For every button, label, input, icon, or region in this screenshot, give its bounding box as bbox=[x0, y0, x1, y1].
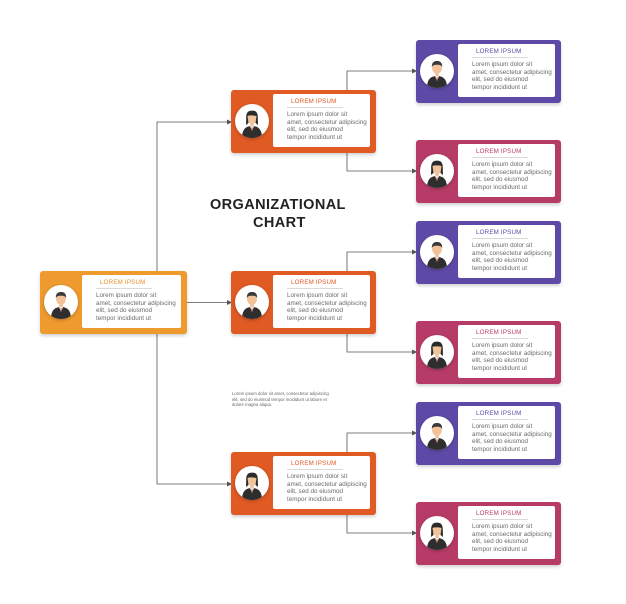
card-content-panel bbox=[458, 325, 555, 378]
link-root-to-manager-3 bbox=[156, 334, 232, 487]
title-divider bbox=[287, 469, 343, 470]
businessman-avatar-icon bbox=[420, 415, 454, 450]
link-manager-3-to-staff-5 bbox=[346, 430, 417, 452]
title-divider bbox=[472, 238, 528, 239]
staff-card: LOREM IPSUM Lorem ipsum dolor sit amet, c… bbox=[416, 140, 561, 203]
businessman-avatar-icon bbox=[44, 284, 78, 319]
link-manager-2-to-staff-3 bbox=[346, 249, 417, 271]
card-content-panel bbox=[458, 44, 555, 97]
card-title: LOREM IPSUM bbox=[476, 48, 522, 55]
staff-card: LOREM IPSUM Lorem ipsum dolor sit amet, c… bbox=[416, 40, 561, 103]
link-manager-2-to-staff-4 bbox=[346, 334, 417, 355]
card-title: LOREM IPSUM bbox=[476, 329, 522, 336]
title-divider bbox=[472, 419, 528, 420]
card-content-panel bbox=[458, 225, 555, 278]
staff-card: LOREM IPSUM Lorem ipsum dolor sit amet, c… bbox=[416, 402, 561, 465]
card-content-panel bbox=[273, 456, 370, 509]
card-title: LOREM IPSUM bbox=[476, 410, 522, 417]
link-manager-1-to-staff-1 bbox=[346, 68, 417, 90]
card-title: LOREM IPSUM bbox=[291, 279, 337, 286]
manager-card: LOREM IPSUM Lorem ipsum dolor sit amet, c… bbox=[231, 271, 376, 334]
card-title: LOREM IPSUM bbox=[100, 279, 146, 286]
manager-card: LOREM IPSUM Lorem ipsum dolor sit amet, c… bbox=[231, 452, 376, 515]
root-card: LOREM IPSUM Lorem ipsum dolor sit amet, c… bbox=[40, 271, 187, 334]
title-divider bbox=[472, 57, 528, 58]
businesswoman-avatar-icon bbox=[420, 153, 454, 188]
title-divider bbox=[287, 288, 343, 289]
card-title: LOREM IPSUM bbox=[476, 148, 522, 155]
card-title: LOREM IPSUM bbox=[291, 460, 337, 467]
manager-card: LOREM IPSUM Lorem ipsum dolor sit amet, c… bbox=[231, 90, 376, 153]
card-description: Lorem ipsum dolor sit amet, consectetur … bbox=[472, 342, 552, 372]
card-description: Lorem ipsum dolor sit amet, consectetur … bbox=[472, 523, 552, 553]
businessman-avatar-icon bbox=[420, 53, 454, 88]
title-divider bbox=[96, 288, 152, 289]
card-content-panel bbox=[458, 506, 555, 559]
businesswoman-avatar-icon bbox=[235, 103, 269, 138]
link-manager-3-to-staff-6 bbox=[346, 515, 417, 536]
staff-card: LOREM IPSUM Lorem ipsum dolor sit amet, c… bbox=[416, 321, 561, 384]
businesswoman-avatar-icon bbox=[235, 465, 269, 500]
title-divider bbox=[472, 157, 528, 158]
card-content-panel bbox=[458, 406, 555, 459]
staff-card: LOREM IPSUM Lorem ipsum dolor sit amet, c… bbox=[416, 502, 561, 565]
card-description: Lorem ipsum dolor sit amet, consectetur … bbox=[472, 161, 552, 191]
footnote-text: Lorem ipsum dolor sit amet, consectetur … bbox=[232, 391, 329, 408]
staff-card: LOREM IPSUM Lorem ipsum dolor sit amet, c… bbox=[416, 221, 561, 284]
card-content-panel bbox=[458, 144, 555, 197]
card-description: Lorem ipsum dolor sit amet, consectetur … bbox=[287, 473, 367, 503]
chart-title-line-2: CHART bbox=[253, 215, 306, 231]
card-title: LOREM IPSUM bbox=[476, 510, 522, 517]
businessman-avatar-icon bbox=[235, 284, 269, 319]
card-description: Lorem ipsum dolor sit amet, consectetur … bbox=[472, 61, 552, 91]
card-content-panel bbox=[82, 275, 181, 328]
card-title: LOREM IPSUM bbox=[476, 229, 522, 236]
card-description: Lorem ipsum dolor sit amet, consectetur … bbox=[472, 423, 552, 453]
card-title: LOREM IPSUM bbox=[291, 98, 337, 105]
link-manager-1-to-staff-2 bbox=[346, 153, 417, 174]
title-divider bbox=[287, 107, 343, 108]
title-divider bbox=[472, 519, 528, 520]
link-root-to-manager-1 bbox=[156, 119, 232, 271]
businesswoman-avatar-icon bbox=[420, 515, 454, 550]
title-divider bbox=[472, 338, 528, 339]
card-content-panel bbox=[273, 94, 370, 147]
chart-title-line-1: ORGANIZATIONAL bbox=[210, 197, 346, 213]
card-description: Lorem ipsum dolor sit amet, consectetur … bbox=[287, 292, 367, 322]
card-description: Lorem ipsum dolor sit amet, consectetur … bbox=[472, 242, 552, 272]
card-content-panel bbox=[273, 275, 370, 328]
businessman-avatar-icon bbox=[420, 234, 454, 269]
card-description: Lorem ipsum dolor sit amet, consectetur … bbox=[96, 292, 176, 322]
card-description: Lorem ipsum dolor sit amet, consectetur … bbox=[287, 111, 367, 141]
businesswoman-avatar-icon bbox=[420, 334, 454, 369]
